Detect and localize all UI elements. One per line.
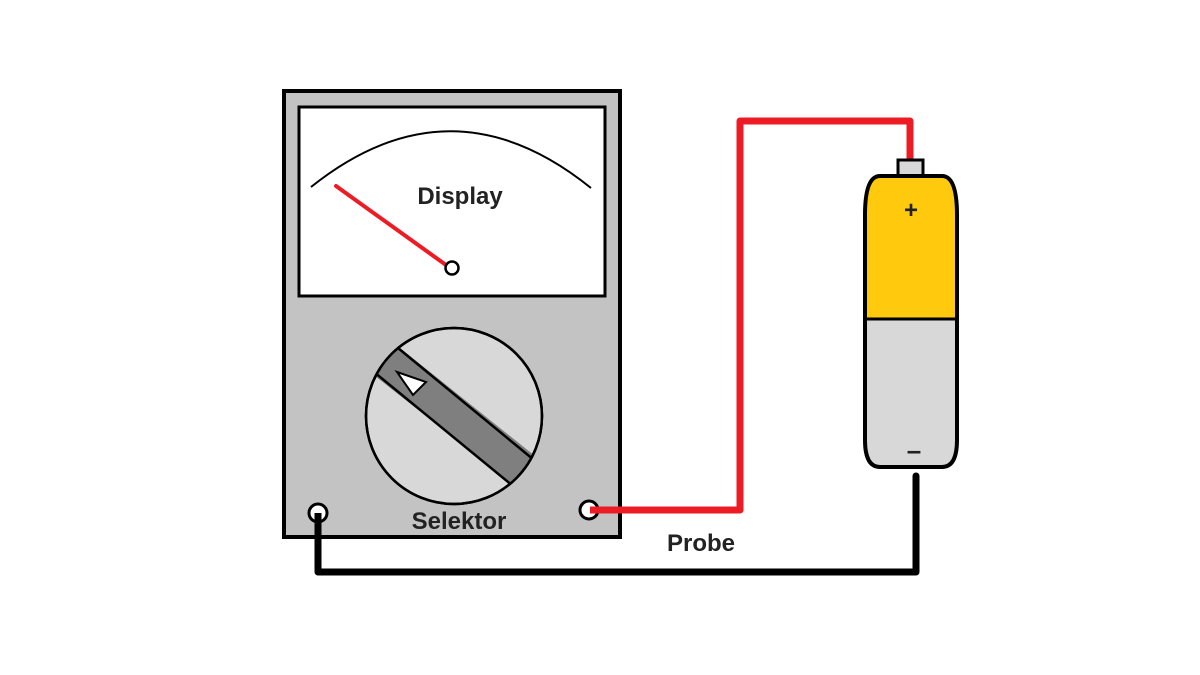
display-label: Display	[417, 183, 503, 210]
battery: + –	[863, 158, 959, 469]
display-scale-arc	[310, 130, 592, 189]
battery-plus-sign: +	[904, 197, 918, 224]
needle-pivot	[444, 260, 460, 276]
selector-dial[interactable]	[364, 326, 544, 506]
battery-minus-sign: –	[907, 435, 921, 465]
black-wire	[314, 472, 920, 576]
probe-label: Probe	[667, 530, 735, 557]
needle	[334, 184, 448, 267]
selector-label: Selektor	[412, 508, 507, 535]
dial-pointer-icon	[394, 370, 428, 397]
red-wire	[585, 117, 914, 514]
battery-body	[863, 174, 959, 469]
